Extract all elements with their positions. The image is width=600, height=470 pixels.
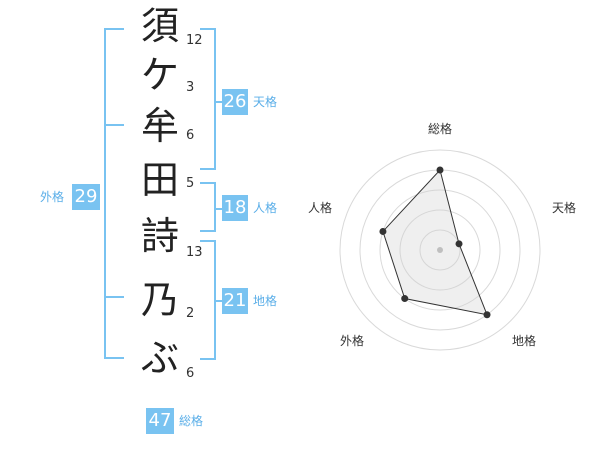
name-char-3: 牟 [140,104,179,148]
chikaku-connector [214,300,222,302]
radar-point-5 [379,227,387,235]
radar-point-2 [455,240,463,248]
soukaku-value: 47 [146,408,174,434]
name-char-2: ケ [140,53,179,97]
stroke-count-5: 13 [186,245,203,260]
radar-axis-label-5: 人格 [308,200,332,215]
radar-grid-ring [379,189,501,311]
tenkaku-value: 26 [222,89,248,115]
radar-axis-label-2: 天格 [552,200,576,215]
stroke-count-3: 6 [186,128,195,143]
soukaku-label: 総格 [179,414,204,428]
radar-axis-label-3: 地格 [512,333,536,348]
radar-area [382,168,488,316]
radar-point-1 [436,166,444,174]
radar-point-3 [483,311,491,319]
stroke-count-4: 5 [186,176,195,191]
name-char-5: 詩 [140,214,179,258]
jinkaku-label: 人格 [253,201,278,215]
tenkaku-connector [214,101,222,103]
radar-point-4 [401,295,409,303]
chikaku-value: 21 [222,288,248,314]
radar-center-dot [437,247,443,253]
radar-axis-label-1: 総格 [428,121,452,136]
radar-grid-ring [419,229,461,271]
jinkaku-connector [214,208,222,210]
gaikaku-value: 29 [72,184,100,210]
name-char-4: 田 [140,158,179,202]
radar-grid-ring [399,209,481,291]
stroke-count-1: 12 [186,33,203,48]
tenkaku-label: 天格 [253,95,278,109]
radar-axis-label-4: 外格 [340,333,364,348]
stroke-count-6: 2 [186,306,195,321]
stroke-count-7: 6 [186,366,195,381]
chikaku-label: 地格 [253,294,278,308]
gaikaku-label: 外格 [40,190,65,204]
stroke-count-2: 3 [186,80,195,95]
name-char-1: 須 [140,4,179,48]
name-char-6: 乃 [140,278,179,322]
name-char-7: ぶ [140,336,179,380]
jinkaku-value: 18 [222,195,248,221]
